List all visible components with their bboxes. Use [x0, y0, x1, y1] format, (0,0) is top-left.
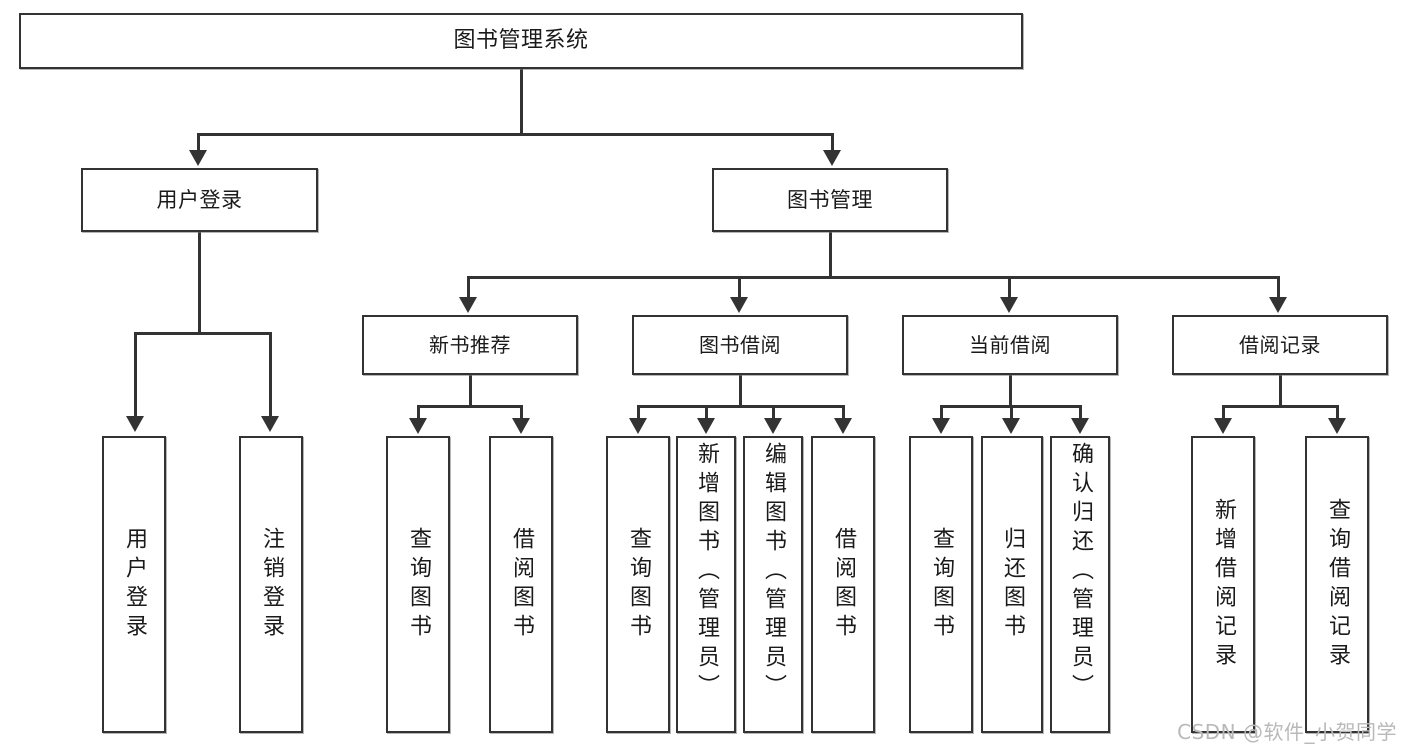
- arrowhead-leaf-return-book: [1002, 418, 1020, 434]
- node-label: 当前借阅: [969, 332, 1051, 357]
- leaf-edit-book[interactable]: 编辑图书（管理员）: [743, 436, 803, 733]
- connector-book-mgmt-drop-2: [738, 276, 741, 298]
- connector-book-borrow-drop-3: [772, 405, 775, 419]
- arrowhead-leaf-add-book: [697, 418, 715, 434]
- arrowhead-current-borrow: [1000, 297, 1018, 313]
- node-label: 图书管理系统: [453, 28, 589, 54]
- arrowhead-leaf-query-book-3: [932, 418, 950, 434]
- connector-current-borrow-drop-1: [940, 405, 943, 419]
- connector-book-mgmt-bus: [467, 276, 1280, 279]
- node-label: 查询图书: [929, 526, 954, 643]
- node-current-borrow[interactable]: 当前借阅: [902, 315, 1118, 375]
- node-label: 查询借阅记录: [1325, 497, 1350, 672]
- arrowhead-leaf-borrow-book-2: [834, 418, 852, 434]
- connector-book-mgmt-stem: [829, 232, 832, 278]
- connector-book-borrow-drop-1: [637, 405, 640, 419]
- connector-book-borrow-drop-4: [842, 405, 845, 419]
- connector-book-borrow-drop-2: [705, 405, 708, 419]
- node-borrow-record[interactable]: 借阅记录: [1172, 315, 1388, 375]
- node-user-login[interactable]: 用户登录: [81, 168, 318, 232]
- leaf-confirm-return[interactable]: 确认归还（管理员）: [1050, 436, 1110, 733]
- node-root-system[interactable]: 图书管理系统: [19, 13, 1023, 69]
- connector-new-book-stem: [469, 375, 472, 407]
- arrowhead-leaf-edit-book: [764, 418, 782, 434]
- arrowhead-leaf-user-login: [126, 416, 144, 432]
- node-label: 用户登录: [122, 526, 147, 643]
- node-label: 确认归还（管理员）: [1068, 442, 1093, 703]
- arrowhead-leaf-borrow-book-1: [512, 418, 530, 434]
- connector-user-login-bus: [134, 332, 271, 335]
- leaf-query-book-current[interactable]: 查询图书: [909, 436, 973, 733]
- arrowhead-borrow-record: [1269, 297, 1287, 313]
- connector-book-borrow-stem: [739, 375, 742, 407]
- connector-root-bus: [197, 133, 834, 136]
- connector-root-stem: [520, 69, 523, 135]
- arrowhead-book-mgmt: [823, 150, 841, 166]
- connector-current-borrow-drop-3: [1079, 405, 1082, 419]
- node-label: 注销登录: [259, 526, 284, 643]
- arrowhead-leaf-add-record: [1214, 418, 1232, 434]
- arrowhead-leaf-logout: [261, 416, 279, 432]
- connector-user-login-drop-2: [269, 332, 272, 417]
- leaf-query-book-borrow[interactable]: 查询图书: [606, 436, 670, 733]
- node-label: 查询图书: [406, 526, 431, 643]
- connector-book-borrow-bus: [637, 405, 845, 408]
- connector-book-mgmt-drop-3: [1008, 276, 1011, 298]
- node-label: 归还图书: [1000, 526, 1025, 643]
- arrowhead-book-borrow: [730, 297, 748, 313]
- node-book-management[interactable]: 图书管理: [712, 168, 948, 232]
- node-label: 借阅图书: [509, 526, 534, 643]
- arrowhead-new-book: [459, 297, 477, 313]
- leaf-return-book[interactable]: 归还图书: [981, 436, 1043, 733]
- leaf-add-borrow-record[interactable]: 新增借阅记录: [1191, 436, 1255, 733]
- connector-borrow-record-drop-1: [1222, 405, 1225, 419]
- node-book-borrow[interactable]: 图书借阅: [632, 315, 848, 375]
- connector-borrow-record-stem: [1279, 375, 1282, 407]
- node-label: 新增借阅记录: [1211, 497, 1236, 672]
- connector-book-mgmt-drop-4: [1277, 276, 1280, 298]
- leaf-user-login[interactable]: 用户登录: [102, 436, 166, 733]
- node-label: 新增图书（管理员）: [694, 442, 719, 703]
- leaf-add-book[interactable]: 新增图书（管理员）: [676, 436, 736, 733]
- arrowhead-user-login: [189, 150, 207, 166]
- connector-new-book-drop-1: [417, 405, 420, 419]
- leaf-logout[interactable]: 注销登录: [239, 436, 303, 733]
- connector-new-book-drop-2: [520, 405, 523, 419]
- node-label: 图书管理: [787, 187, 873, 212]
- connector-new-book-bus: [417, 405, 523, 408]
- node-new-book-recommend[interactable]: 新书推荐: [362, 315, 578, 375]
- arrowhead-leaf-query-book-2: [629, 418, 647, 434]
- connector-current-borrow-stem: [1009, 375, 1012, 407]
- arrowhead-leaf-query-book-1: [409, 418, 427, 434]
- node-label: 新书推荐: [429, 332, 511, 357]
- leaf-borrow-book[interactable]: 借阅图书: [811, 436, 875, 733]
- node-label: 查询图书: [626, 526, 651, 643]
- leaf-query-borrow-record[interactable]: 查询借阅记录: [1305, 436, 1369, 733]
- connector-root-to-book-mgmt: [831, 133, 834, 152]
- arrowhead-leaf-confirm-return: [1071, 418, 1089, 434]
- leaf-borrow-book-new[interactable]: 借阅图书: [489, 436, 553, 733]
- connector-borrow-record-bus: [1222, 405, 1339, 408]
- node-label: 图书借阅: [699, 332, 781, 357]
- node-label: 借阅图书: [831, 526, 856, 643]
- node-label: 借阅记录: [1239, 332, 1321, 357]
- node-label: 编辑图书（管理员）: [761, 442, 786, 703]
- connector-user-login-drop-1: [134, 332, 137, 417]
- arrowhead-leaf-query-record: [1328, 418, 1346, 434]
- connector-user-login-stem: [198, 232, 201, 334]
- connector-root-to-user-login: [197, 133, 200, 152]
- connector-book-mgmt-drop-1: [467, 276, 470, 298]
- node-label: 用户登录: [156, 187, 243, 212]
- leaf-query-book-new[interactable]: 查询图书: [386, 436, 450, 733]
- connector-current-borrow-drop-2: [1010, 405, 1013, 419]
- connector-borrow-record-drop-2: [1336, 405, 1339, 419]
